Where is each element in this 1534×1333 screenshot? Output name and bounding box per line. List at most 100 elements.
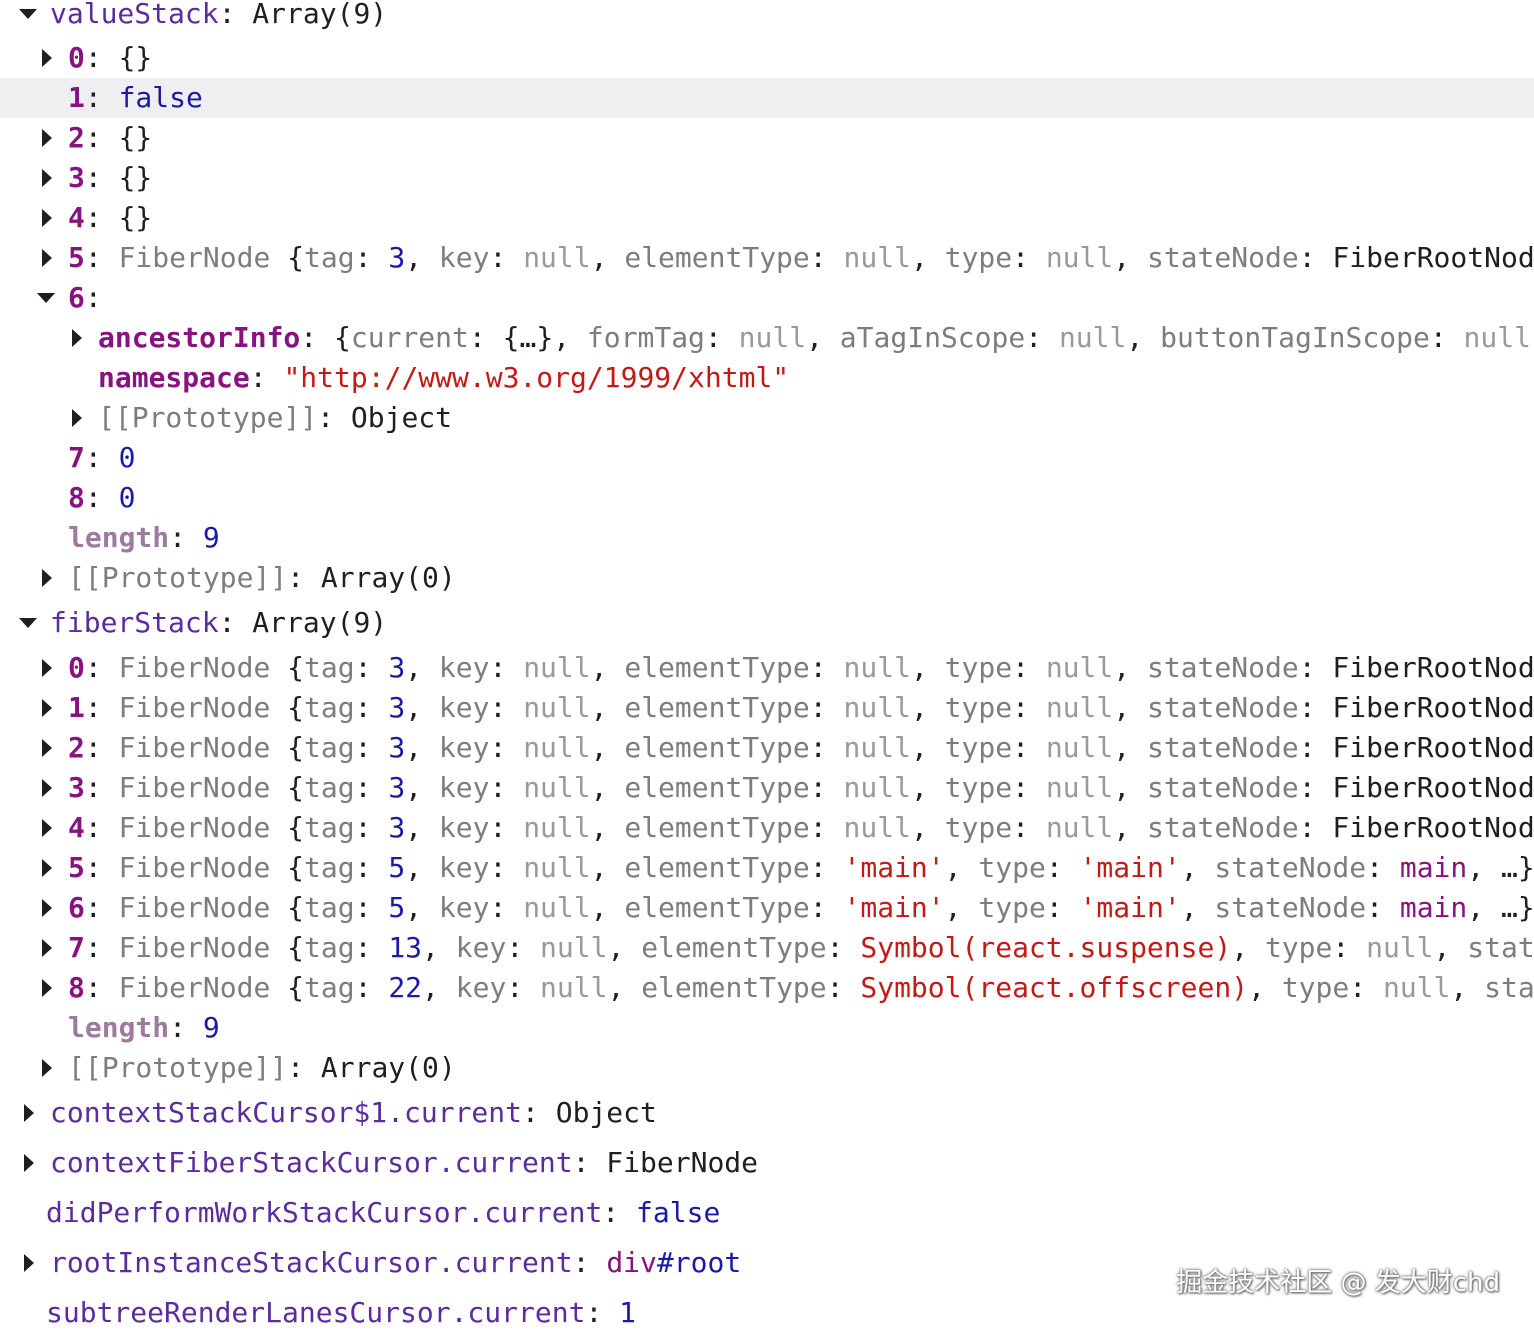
token: stateNode [1146, 731, 1299, 764]
token: : [1045, 891, 1080, 924]
token: : [84, 891, 119, 924]
tree-row[interactable]: rootInstanceStackCursor.current: div#roo… [0, 1243, 1534, 1283]
tree-row[interactable]: 0: FiberNode {tag: 3, key: null, element… [0, 648, 1534, 688]
token: : [84, 851, 119, 884]
tree-row[interactable]: 0: {} [0, 38, 1534, 78]
tree-row: namespace: "http://www.w3.org/1999/xhtml… [0, 358, 1534, 398]
tree-row[interactable]: 4: {} [0, 198, 1534, 238]
expand-arrow-icon[interactable] [42, 169, 52, 187]
token: type [944, 691, 1013, 724]
row-text: [[Prototype]]: Array(0) [68, 1048, 456, 1088]
tree-row[interactable]: 1: FiberNode {tag: 3, key: null, element… [0, 688, 1534, 728]
tree-row[interactable]: [[Prototype]]: Object [0, 398, 1534, 438]
token: { [287, 811, 305, 844]
row-text: 3: FiberNode {tag: 3, key: null, element… [68, 768, 1534, 808]
tree-row[interactable]: fiberStack: Array(9) [0, 603, 1534, 643]
expand-arrow-icon[interactable] [42, 859, 52, 877]
tree-row[interactable]: 6: FiberNode {tag: 5, key: null, element… [0, 888, 1534, 928]
token: , [590, 851, 625, 884]
tree-row[interactable]: 3: {} [0, 158, 1534, 198]
tree-row[interactable]: [[Prototype]]: Array(0) [0, 558, 1534, 598]
row-text: 2: FiberNode {tag: 3, key: null, element… [68, 728, 1534, 768]
row-text: 6: FiberNode {tag: 5, key: null, element… [68, 888, 1534, 928]
tree-row[interactable]: contextStackCursor$1.current: Object [0, 1093, 1534, 1133]
expand-arrow-icon[interactable] [42, 939, 52, 957]
expand-arrow-icon[interactable] [72, 329, 82, 347]
tree-row: length: 9 [0, 518, 1534, 558]
collapse-arrow-icon[interactable] [37, 293, 55, 303]
token: : FiberRootNode, [1298, 691, 1534, 724]
expand-arrow-icon[interactable] [42, 249, 52, 267]
expand-arrow-icon[interactable] [42, 819, 52, 837]
tree-row: didPerformWorkStackCursor.current: false [0, 1193, 1534, 1233]
token: : FiberNode [572, 1146, 759, 1179]
tree-row[interactable]: 5: FiberNode {tag: 3, key: null, element… [0, 238, 1534, 278]
token: Symbol(react.offscreen) [860, 971, 1249, 1004]
expand-arrow-icon[interactable] [42, 129, 52, 147]
expand-arrow-icon[interactable] [42, 699, 52, 717]
token: : [354, 691, 389, 724]
token: : [704, 321, 739, 354]
tree-row[interactable]: 8: FiberNode {tag: 22, key: null, elemen… [0, 968, 1534, 1008]
token: : [169, 1011, 203, 1044]
collapse-arrow-icon[interactable] [19, 618, 37, 628]
expand-arrow-icon[interactable] [42, 779, 52, 797]
token: key [438, 851, 490, 884]
token: , [422, 971, 456, 1004]
tree-row[interactable]: 6: [0, 278, 1534, 318]
token: elementType [624, 851, 810, 884]
token: : [489, 731, 524, 764]
tree-row[interactable]: contextFiberStackCursor.current: FiberNo… [0, 1143, 1534, 1183]
token: elementType [624, 891, 810, 924]
token: : [809, 691, 844, 724]
token: key [455, 931, 507, 964]
token: , [607, 971, 642, 1004]
expand-arrow-icon[interactable] [24, 1254, 34, 1272]
tree-row: subtreeRenderLanesCursor.current: 1 [0, 1293, 1534, 1333]
row-text: namespace: "http://www.w3.org/1999/xhtml… [98, 358, 789, 398]
expand-arrow-icon[interactable] [24, 1154, 34, 1172]
token: : [354, 731, 389, 764]
expand-arrow-icon[interactable] [42, 209, 52, 227]
token: elementType [624, 811, 810, 844]
token: : [489, 651, 524, 684]
expand-arrow-icon[interactable] [42, 569, 52, 587]
token: key [438, 811, 490, 844]
expand-arrow-icon[interactable] [42, 739, 52, 757]
expand-arrow-icon[interactable] [24, 1104, 34, 1122]
tree-row[interactable]: 2: {} [0, 118, 1534, 158]
row-text: 1: FiberNode {tag: 3, key: null, element… [68, 688, 1534, 728]
expand-arrow-icon[interactable] [42, 1059, 52, 1077]
tree-row[interactable]: 5: FiberNode {tag: 5, key: null, element… [0, 848, 1534, 888]
token: 5 [388, 851, 406, 884]
token: 3 [388, 731, 406, 764]
token: : {} [84, 121, 153, 154]
token: FiberNode [118, 891, 288, 924]
token: null [523, 811, 591, 844]
expand-arrow-icon[interactable] [42, 979, 52, 997]
token: type [978, 851, 1046, 884]
tree-row[interactable]: valueStack: Array(9) [0, 0, 1534, 34]
token: aTagInScope [839, 321, 1026, 354]
row-text: [[Prototype]]: Object [98, 398, 452, 438]
token: null [843, 241, 911, 274]
tree-row[interactable]: 3: FiberNode {tag: 3, key: null, element… [0, 768, 1534, 808]
token: FiberNode [118, 771, 288, 804]
expand-arrow-icon[interactable] [42, 899, 52, 917]
token: null [523, 731, 591, 764]
tree-row[interactable]: 7: FiberNode {tag: 13, key: null, elemen… [0, 928, 1534, 968]
tree-row[interactable]: ancestorInfo: {current: {…}, formTag: nu… [0, 318, 1534, 358]
collapse-arrow-icon[interactable] [19, 9, 37, 19]
expand-arrow-icon[interactable] [42, 659, 52, 677]
row-text: 1: false [68, 78, 203, 118]
tree-row[interactable]: 4: FiberNode {tag: 3, key: null, element… [0, 808, 1534, 848]
token: , [1113, 811, 1147, 844]
tree-row[interactable]: 2: FiberNode {tag: 3, key: null, element… [0, 728, 1534, 768]
expand-arrow-icon[interactable] [42, 49, 52, 67]
token: : [84, 81, 119, 114]
expand-arrow-icon[interactable] [72, 409, 82, 427]
token: 'main' [1079, 851, 1181, 884]
tree-row[interactable]: [[Prototype]]: Array(0) [0, 1048, 1534, 1088]
token: type [1281, 971, 1350, 1004]
